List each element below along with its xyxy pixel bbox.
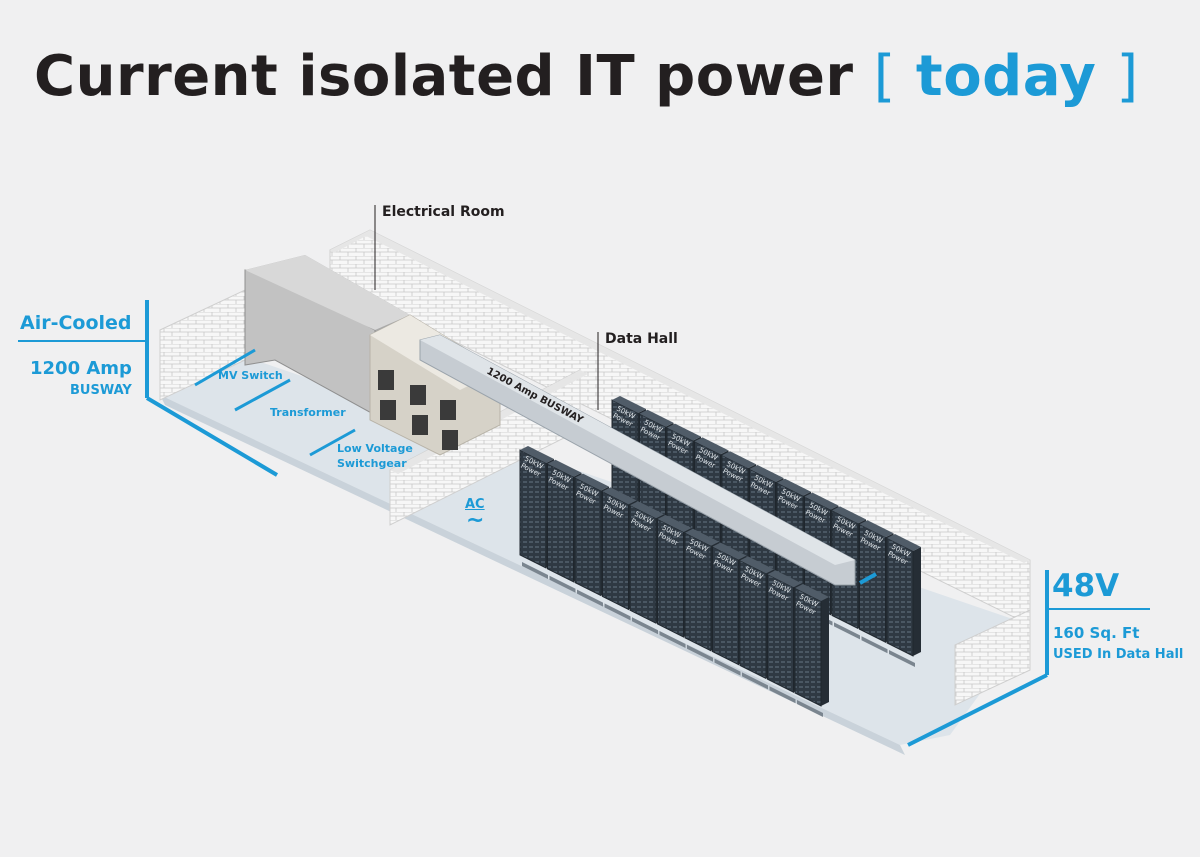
- ac-label: AC: [465, 497, 485, 512]
- ac-wave-icon: ~: [466, 508, 485, 533]
- mv-switch-top: [245, 255, 410, 330]
- transformer-leader: [234, 378, 291, 412]
- switchgear-panel-3: [410, 385, 426, 405]
- lv-switchgear-label-line1: Low Voltage: [337, 442, 413, 455]
- lv-switchgear-leader: [309, 428, 356, 457]
- electrical-room-label: Electrical Room: [382, 204, 505, 220]
- switchgear-panel-5: [440, 400, 456, 420]
- title-bracket-open: [: [873, 44, 896, 109]
- cooling-label: Air-Cooled: [20, 312, 132, 334]
- voltage-label: 48V: [1052, 568, 1120, 604]
- floor-edge: [160, 395, 905, 755]
- server-rack: 50kWPower: [886, 534, 921, 667]
- page-title: Current isolated IT power [ today ]: [34, 44, 1139, 109]
- switchgear-panel-6: [442, 430, 458, 450]
- mv-switch-label: MV Switch: [218, 369, 283, 382]
- transformer-label: Transformer: [270, 406, 346, 419]
- busway-top: [420, 335, 855, 565]
- mv-switch-leader: [194, 348, 256, 387]
- right-bracket-diagonal: [907, 673, 1048, 747]
- data-hall-label: Data Hall: [605, 331, 678, 347]
- front-wall-right: [954, 609, 1031, 706]
- server-rack: 50kWPower: [794, 584, 829, 717]
- amps-label: 1200 Amp: [30, 358, 132, 379]
- back-wall-top: [330, 230, 1030, 563]
- left-bracket-diagonal: [145, 396, 279, 477]
- lv-switchgear-label-line2: Switchgear: [337, 457, 407, 470]
- switchgear-panel-1: [378, 370, 394, 390]
- title-bracket-close: ]: [1116, 44, 1139, 109]
- title-main: Current isolated IT power: [34, 44, 854, 109]
- busway-tap: [859, 572, 877, 585]
- switchgear-panel-2: [380, 400, 396, 420]
- title-highlight: today: [915, 44, 1097, 109]
- area-note-label: USED In Data Hall: [1053, 647, 1184, 662]
- area-label: 160 Sq. Ft: [1053, 624, 1140, 642]
- switchgear-panel-4: [412, 415, 428, 435]
- busway-type-label: BUSWAY: [70, 383, 132, 398]
